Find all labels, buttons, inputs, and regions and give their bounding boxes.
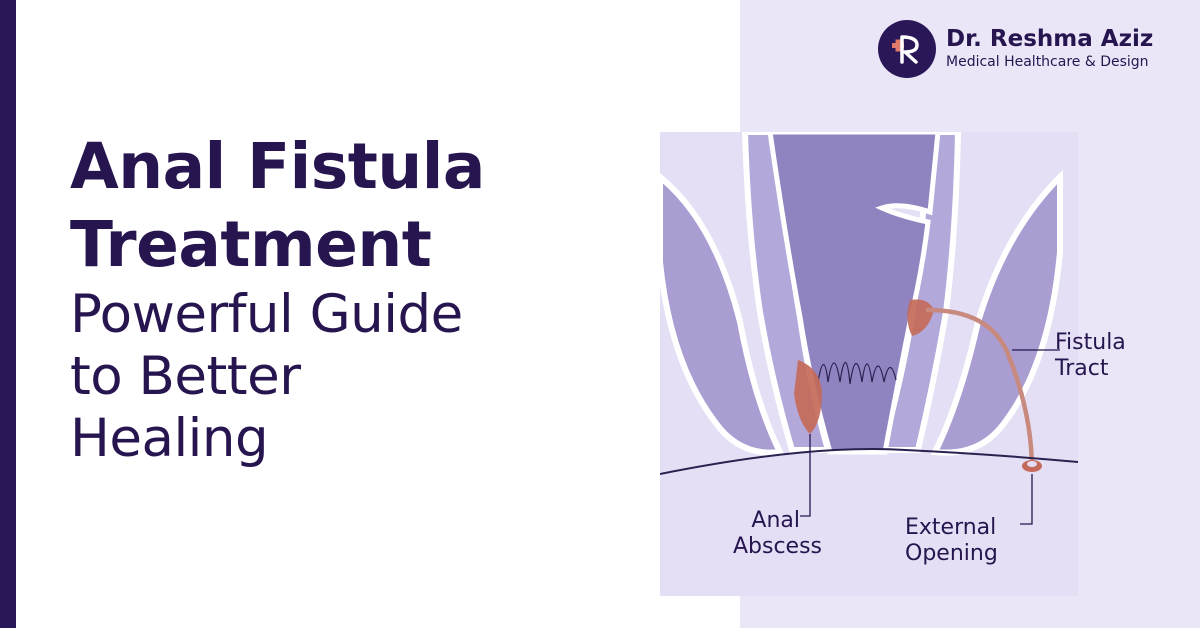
external-opening-center xyxy=(1027,461,1037,467)
subtitle-line-3: Healing xyxy=(70,408,269,469)
fistula-tract-label-line-2: Tract xyxy=(1055,356,1109,381)
anal-abscess-leader-line xyxy=(800,434,811,517)
anal-abscess-label-line-2: Abscess xyxy=(732,534,822,559)
brand-tagline: Medical Healthcare & Design xyxy=(946,54,1149,70)
external-opening-label-line-1: External xyxy=(905,515,997,540)
subtitle-line-2: to Better xyxy=(70,346,301,407)
title-line-2: Treatment xyxy=(70,208,432,281)
brand-block: Dr. Reshma Aziz Medical Healthcare & Des… xyxy=(878,20,1153,78)
left-accent-bar xyxy=(0,0,16,628)
anal-abscess-label-line-1: Anal xyxy=(751,508,800,533)
title-line-1: Anal Fistula xyxy=(70,130,485,203)
anal-abscess-label: Anal Abscess xyxy=(722,508,822,560)
skin-line xyxy=(660,448,1078,475)
subtitle-line-1: Powerful Guide xyxy=(70,284,463,345)
fistula-tract-label-line-1: Fistula xyxy=(1055,330,1126,355)
left-muscle-wing xyxy=(660,173,785,456)
headline: Anal Fistula Treatment Powerful Guide to… xyxy=(70,128,670,470)
anal-columns xyxy=(817,361,897,385)
anal-abscess xyxy=(794,360,822,434)
external-opening-leader-line xyxy=(1020,474,1033,525)
reshma-aziz-monogram-logo-icon xyxy=(878,20,936,78)
fistula-tract xyxy=(925,307,1035,473)
anatomy-illustration xyxy=(660,132,1078,596)
fistula-tract-label: Fistula Tract xyxy=(1055,330,1126,382)
external-opening-label: External Opening xyxy=(905,515,998,567)
anorectal-diagram xyxy=(660,132,1078,525)
brand-name: Dr. Reshma Aziz xyxy=(946,26,1154,52)
external-opening-label-line-2: Opening xyxy=(905,541,998,566)
